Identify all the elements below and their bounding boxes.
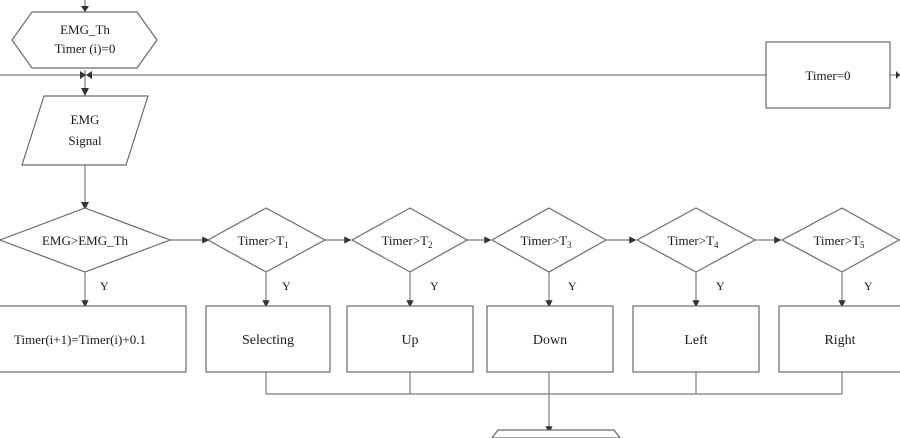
node-input: EMG Signal (21, 95, 149, 166)
node-timer-reset: Timer=0 (765, 41, 891, 109)
yes-labels: Y Y Y Y Y Y (100, 279, 873, 293)
t5-label: Timer>T (813, 233, 860, 248)
node-t3: Timer>T3 (490, 207, 608, 273)
end-hexagon (491, 429, 621, 438)
arrow-top-in (81, 6, 89, 12)
node-up: Up (346, 305, 474, 373)
svg-text:Timer>T3: Timer>T3 (520, 233, 572, 250)
t1-subscript: 1 (284, 240, 289, 250)
input-line1: EMG (71, 112, 100, 127)
down-box (486, 305, 614, 373)
arrow-loop-right (80, 71, 86, 79)
node-t1: Timer>T1 (206, 207, 327, 273)
down-label: Down (533, 333, 567, 348)
input-parallelogram (21, 95, 149, 166)
arrow-loop-left (86, 71, 92, 79)
init-hexagon (11, 11, 158, 69)
t2-diamond (350, 207, 469, 273)
input-line2: Signal (68, 133, 102, 148)
node-init: EMG_Th Timer (i)=0 (11, 11, 158, 69)
t1-label: Timer>T (237, 233, 284, 248)
node-t5: Timer>T5 (780, 207, 900, 273)
node-selecting: Selecting (205, 305, 331, 373)
increment-label: Timer(i+1)=Timer(i)+0.1 (14, 332, 146, 347)
yes-label-t5: Y (864, 279, 873, 293)
node-t2: Timer>T2 (350, 207, 469, 273)
arrow-into-input (81, 88, 89, 96)
t5-diamond (780, 207, 900, 273)
arrow-timer-reset-in (896, 71, 900, 79)
threshold-diamond (0, 207, 172, 273)
up-box (346, 305, 474, 373)
t1-diamond (206, 207, 327, 273)
t4-label: Timer>T (667, 233, 714, 248)
node-t4: Timer>T4 (635, 207, 757, 273)
right-box (778, 305, 900, 373)
yes-label-threshold: Y (100, 279, 109, 293)
threshold-label: EMG>EMG_Th (42, 233, 129, 248)
svg-text:Timer>T4: Timer>T4 (667, 233, 719, 250)
svg-text:Timer>T1: Timer>T1 (237, 233, 288, 250)
t5-subscript: 5 (860, 240, 865, 250)
t2-subscript: 2 (428, 240, 433, 250)
up-label: Up (401, 333, 418, 348)
t3-label: Timer>T (520, 233, 567, 248)
node-increment: Timer(i+1)=Timer(i)+0.1 (0, 305, 187, 373)
t3-diamond (490, 207, 608, 273)
timer-reset-box (765, 41, 891, 109)
node-left: Left (632, 305, 760, 373)
t2-label: Timer>T (381, 233, 428, 248)
init-line1: EMG_Th (60, 22, 110, 37)
left-box (632, 305, 760, 373)
t3-subscript: 3 (567, 240, 572, 250)
timer-reset-label: Timer=0 (805, 68, 850, 83)
node-threshold: EMG>EMG_Th (0, 207, 172, 273)
arrow-into-threshold (81, 202, 89, 210)
right-label: Right (824, 333, 855, 348)
node-down: Down (486, 305, 614, 373)
yes-label-t4: Y (716, 279, 725, 293)
t4-subscript: 4 (714, 240, 719, 250)
selecting-label: Selecting (242, 333, 294, 348)
left-label: Left (684, 333, 707, 348)
increment-box (0, 305, 187, 373)
yes-label-t1: Y (282, 279, 291, 293)
svg-text:Timer>T2: Timer>T2 (381, 233, 432, 250)
yes-label-t3: Y (568, 279, 577, 293)
svg-text:Timer>T5: Timer>T5 (813, 233, 865, 250)
node-right: Right (778, 305, 900, 373)
init-line2: Timer (i)=0 (55, 41, 116, 56)
node-end (491, 429, 621, 438)
t4-diamond (635, 207, 757, 273)
selecting-box (205, 305, 331, 373)
yes-label-t2: Y (430, 279, 439, 293)
